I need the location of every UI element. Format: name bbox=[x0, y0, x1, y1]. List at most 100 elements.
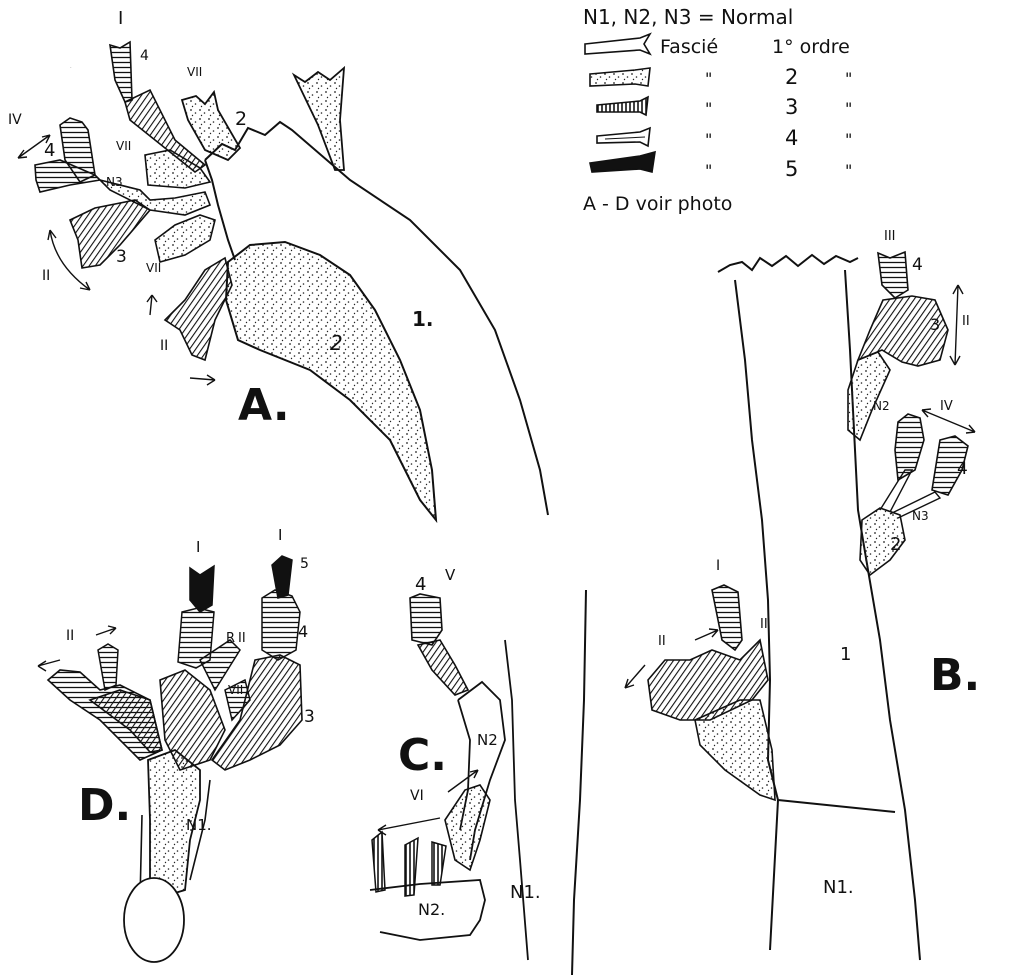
figure-b-label-1: 1 bbox=[840, 644, 851, 665]
figure-b-branch-i bbox=[712, 585, 742, 650]
figure-d-label-3: 3 bbox=[304, 707, 315, 727]
figure-c-roman-2: VI bbox=[410, 788, 424, 804]
figure-a-branch-4-hatched bbox=[110, 42, 132, 102]
figure-a-letter: A. bbox=[238, 380, 290, 431]
legend-title: N1, N2, N3 = Normal bbox=[583, 5, 793, 29]
figure-a-label-3: 3 bbox=[116, 247, 127, 267]
legend-ditto-2b: " bbox=[845, 69, 852, 88]
figure-b-stipple-base bbox=[695, 700, 775, 800]
figure-d-label-5: 5 bbox=[300, 556, 309, 572]
figure-a-top-branch bbox=[294, 68, 344, 170]
figure-a-arrow-up bbox=[147, 295, 157, 315]
figure-b-roman-3: IV bbox=[940, 399, 953, 414]
figure-a-branch-3 bbox=[70, 200, 150, 268]
figure-d-roman-3: I bbox=[278, 526, 282, 544]
legend-ditto-3b: " bbox=[845, 99, 852, 118]
legend-row-4: " 4 " bbox=[597, 126, 852, 150]
legend-order-4: 4 bbox=[785, 126, 798, 150]
legend-ditto-5: " bbox=[705, 161, 712, 180]
figure-c-letter: C. bbox=[398, 730, 447, 781]
figure-a-label-n3: N3 bbox=[106, 175, 123, 189]
figure-a-branch-2 bbox=[182, 92, 240, 160]
figure-b-roman-4: I bbox=[716, 558, 720, 574]
figure-c-stem-n1 bbox=[505, 640, 528, 960]
figure-b-label-2: 2 bbox=[890, 534, 901, 555]
legend-ditto-4: " bbox=[705, 130, 712, 149]
figure-a-roman-8: II bbox=[160, 338, 168, 354]
figure-a-label-4-left: 4 bbox=[44, 140, 55, 161]
legend: N1, N2, N3 = Normal Fascié 1° ordre " 2 … bbox=[583, 5, 852, 215]
figure-a-vii-branch bbox=[145, 150, 210, 188]
figure-b-node-line bbox=[778, 800, 895, 812]
figure-a-branch-ii-lower bbox=[165, 258, 232, 360]
figure-c-branch-vi bbox=[445, 785, 490, 870]
figure-d-arrow-left bbox=[38, 660, 60, 671]
figure-b: III II IV I II II 4 3 N2 4 N3 2 1 N1. B. bbox=[625, 229, 980, 960]
figure-c-spikes bbox=[372, 832, 446, 896]
figure-a-label-2: 2 bbox=[235, 108, 247, 130]
figure-b-label-3: 3 bbox=[930, 315, 940, 334]
figure-b-label-n2: N2 bbox=[873, 399, 890, 413]
legend-row-5: " 5 " bbox=[590, 152, 852, 181]
figure-b-label-n1: N1. bbox=[823, 877, 854, 898]
legend-ditto-2: " bbox=[705, 69, 712, 88]
figure-d-roman-4: II bbox=[238, 631, 246, 646]
figure-a-roman-3: VII bbox=[187, 65, 202, 79]
figure-b-letter: B. bbox=[930, 650, 980, 701]
legend-swatch-black bbox=[590, 152, 655, 172]
figure-d-letter: D. bbox=[78, 780, 131, 831]
figure-a-vii-lower bbox=[155, 215, 215, 262]
figure-a-roman-4: VII bbox=[116, 139, 131, 153]
figure-a: I IV VII VII VII II VII II 4 4 2 N3 3 1.… bbox=[8, 8, 548, 520]
figure-c-branch-4 bbox=[410, 594, 442, 645]
figure-c-arrow-left bbox=[378, 818, 440, 835]
figure-b-label-4-right: 4 bbox=[957, 459, 968, 479]
figure-b-roman-1: III bbox=[884, 229, 896, 244]
figure-d-label-r: R bbox=[226, 631, 235, 646]
figure-b-arrow-i bbox=[695, 629, 718, 640]
legend-row-3: " 3 " bbox=[597, 95, 852, 119]
figure-d: II I I II VII 5 4 3 R N1. D. bbox=[38, 526, 315, 962]
figure-b-main-stem bbox=[718, 255, 920, 960]
figure-a-roman-6: II bbox=[42, 268, 50, 284]
legend-ditto-3: " bbox=[705, 99, 712, 118]
figure-a-roman-5: VII bbox=[146, 261, 161, 275]
figure-d-base bbox=[124, 878, 184, 962]
figure-a-arrow-right bbox=[190, 375, 215, 385]
figure-d-roman-1: II bbox=[66, 628, 74, 644]
figure-b-roman-6: II bbox=[658, 634, 666, 649]
legend-word-1: Fascié bbox=[660, 36, 718, 58]
figure-d-arrow-right bbox=[96, 626, 116, 635]
figure-d-label-4: 4 bbox=[298, 622, 308, 641]
figure-c-branch-dark bbox=[418, 640, 468, 695]
figure-a-label-4-top: 4 bbox=[140, 48, 149, 64]
figure-b-label-n3: N3 bbox=[912, 509, 929, 523]
figure-a-label-2-branch: 2 bbox=[330, 331, 343, 355]
figure-b-roman-2: II bbox=[962, 314, 970, 329]
figure-b-branch-4-top bbox=[878, 252, 908, 298]
legend-ditto-5b: " bbox=[845, 161, 852, 180]
legend-order-3: 3 bbox=[785, 95, 798, 119]
legend-order-5: 5 bbox=[785, 157, 798, 181]
figure-a-roman-2: IV bbox=[8, 112, 22, 128]
figure-a-roman-1: I bbox=[118, 8, 123, 29]
figure-c-label-n1: N1. bbox=[510, 882, 541, 903]
legend-swatch-dense-hatch bbox=[597, 97, 648, 115]
figure-d-branch-i-black bbox=[190, 566, 214, 612]
figure-c-roman-1: V bbox=[445, 566, 456, 584]
figure-c: V VI 4 N2 N1. N2. C. bbox=[370, 566, 586, 975]
figure-c-label-n2-lower: N2. bbox=[418, 900, 445, 919]
figure-d-label-n1: N1. bbox=[186, 816, 212, 834]
legend-order-1: 1° ordre bbox=[772, 36, 850, 58]
figure-d-branch-ii-small bbox=[98, 644, 118, 690]
legend-swatch-stipple bbox=[590, 68, 650, 86]
legend-order-2: 2 bbox=[785, 65, 798, 89]
legend-swatch-open bbox=[585, 34, 650, 54]
figure-a-roman-7: VII bbox=[70, 67, 72, 69]
figure-d-roman-5: VII bbox=[228, 683, 243, 697]
figure-c-label-4: 4 bbox=[415, 574, 426, 595]
legend-row-1: Fascié 1° ordre bbox=[585, 34, 850, 58]
figure-c-label-n2: N2 bbox=[477, 731, 498, 749]
legend-ditto-4b: " bbox=[845, 130, 852, 149]
